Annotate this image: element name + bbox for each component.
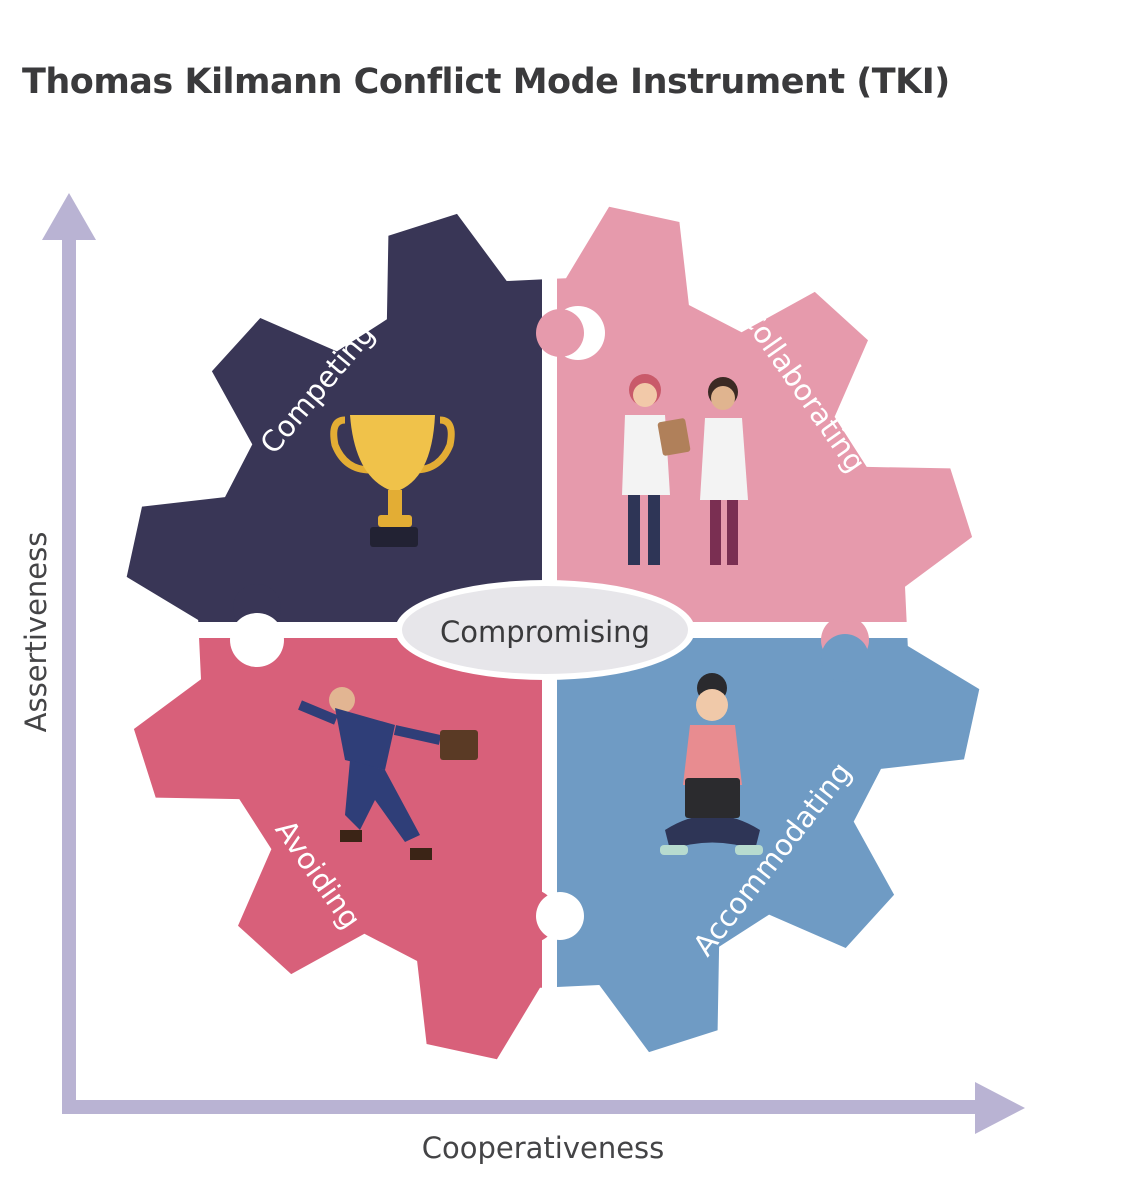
y-axis-label: Assertiveness: [19, 532, 53, 733]
assertiveness-axis: [42, 193, 96, 1110]
woman-with-laptop-illustration: [660, 673, 763, 855]
running-businessman-illustration: [298, 687, 478, 860]
y-axis-arrowhead: [42, 193, 96, 240]
two-doctors-illustration: [622, 374, 748, 565]
x-axis-label: Cooperativeness: [422, 1131, 665, 1165]
puzzle-knob: [536, 309, 584, 357]
diagram-title: Thomas Kilmann Conflict Mode Instrument …: [22, 62, 950, 102]
x-axis-arrowhead: [975, 1082, 1025, 1134]
puzzle-socket: [536, 892, 584, 940]
center-label: Compromising: [440, 615, 650, 649]
center-compromising: Compromising: [395, 580, 695, 680]
quadrant-avoiding: [133, 613, 542, 1060]
cooperativeness-axis: [62, 1082, 1025, 1134]
trophy-icon: [330, 415, 455, 547]
